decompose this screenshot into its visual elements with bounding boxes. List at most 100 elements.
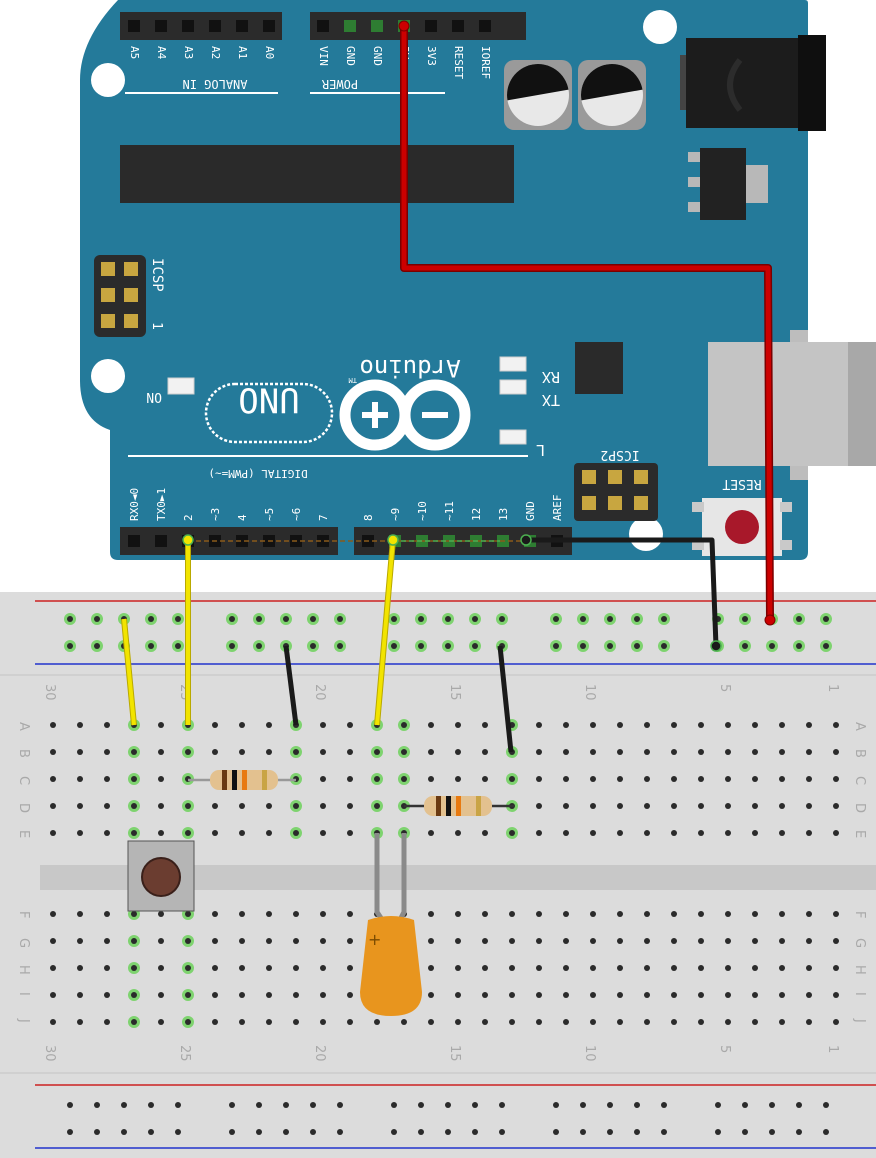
breadboard-hole[interactable] <box>715 1129 721 1135</box>
breadboard-hole[interactable] <box>644 803 650 809</box>
breadboard-hole[interactable] <box>94 1102 100 1108</box>
breadboard-hole[interactable] <box>374 1019 380 1025</box>
breadboard-hole[interactable] <box>158 938 164 944</box>
breadboard-hole[interactable] <box>212 749 218 755</box>
breadboard-hole[interactable] <box>482 911 488 917</box>
breadboard-hole[interactable] <box>742 643 748 649</box>
breadboard-hole[interactable] <box>634 1129 640 1135</box>
breadboard-hole[interactable] <box>131 911 137 917</box>
breadboard-hole[interactable] <box>67 616 73 622</box>
breadboard-hole[interactable] <box>580 1129 586 1135</box>
breadboard-hole[interactable] <box>779 1019 785 1025</box>
breadboard-hole[interactable] <box>320 803 326 809</box>
breadboard-hole[interactable] <box>293 830 299 836</box>
breadboard-hole[interactable] <box>158 830 164 836</box>
breadboard-hole[interactable] <box>590 776 596 782</box>
breadboard-hole[interactable] <box>607 616 613 622</box>
breadboard-hole[interactable] <box>266 722 272 728</box>
breadboard-hole[interactable] <box>671 911 677 917</box>
breadboard-hole[interactable] <box>752 776 758 782</box>
breadboard-hole[interactable] <box>752 911 758 917</box>
breadboard-hole[interactable] <box>752 830 758 836</box>
breadboard-hole[interactable] <box>671 965 677 971</box>
breadboard-hole[interactable] <box>256 643 262 649</box>
breadboard-hole[interactable] <box>580 1102 586 1108</box>
breadboard-hole[interactable] <box>509 965 515 971</box>
header-socket[interactable] <box>479 20 491 32</box>
header-socket[interactable] <box>236 535 248 547</box>
breadboard-hole[interactable] <box>185 965 191 971</box>
breadboard-hole[interactable] <box>347 992 353 998</box>
breadboard-hole[interactable] <box>401 749 407 755</box>
tantalum-capacitor[interactable]: + <box>360 833 422 1016</box>
header-socket[interactable] <box>128 535 140 547</box>
breadboard-hole[interactable] <box>131 776 137 782</box>
breadboard-hole[interactable] <box>698 965 704 971</box>
breadboard-hole[interactable] <box>212 830 218 836</box>
breadboard-hole[interactable] <box>293 992 299 998</box>
breadboard-hole[interactable] <box>148 1129 154 1135</box>
breadboard-hole[interactable] <box>148 1102 154 1108</box>
breadboard-hole[interactable] <box>617 722 623 728</box>
breadboard-hole[interactable] <box>698 992 704 998</box>
breadboard-hole[interactable] <box>509 1019 515 1025</box>
breadboard-hole[interactable] <box>428 992 434 998</box>
breadboard-hole[interactable] <box>455 938 461 944</box>
breadboard-hole[interactable] <box>50 911 56 917</box>
breadboard-hole[interactable] <box>293 1019 299 1025</box>
breadboard-hole[interactable] <box>698 1019 704 1025</box>
breadboard-hole[interactable] <box>428 1019 434 1025</box>
breadboard-hole[interactable] <box>391 616 397 622</box>
breadboard-hole[interactable] <box>310 643 316 649</box>
breadboard-hole[interactable] <box>671 722 677 728</box>
breadboard-hole[interactable] <box>634 643 640 649</box>
breadboard-hole[interactable] <box>833 1019 839 1025</box>
breadboard-hole[interactable] <box>482 776 488 782</box>
breadboard-hole[interactable] <box>428 776 434 782</box>
breadboard-hole[interactable] <box>239 830 245 836</box>
breadboard-hole[interactable] <box>266 938 272 944</box>
breadboard-hole[interactable] <box>401 1019 407 1025</box>
breadboard-hole[interactable] <box>374 803 380 809</box>
breadboard-hole[interactable] <box>104 911 110 917</box>
breadboard-hole[interactable] <box>725 803 731 809</box>
breadboard-hole[interactable] <box>698 722 704 728</box>
breadboard-hole[interactable] <box>698 830 704 836</box>
header-socket[interactable] <box>425 20 437 32</box>
breadboard-hole[interactable] <box>725 911 731 917</box>
breadboard-hole[interactable] <box>77 965 83 971</box>
breadboard-hole[interactable] <box>212 965 218 971</box>
breadboard-hole[interactable] <box>374 749 380 755</box>
breadboard-hole[interactable] <box>715 1102 721 1108</box>
breadboard-hole[interactable] <box>607 1102 613 1108</box>
breadboard-hole[interactable] <box>590 1019 596 1025</box>
resistor-1[interactable] <box>188 770 296 790</box>
breadboard-hole[interactable] <box>158 722 164 728</box>
breadboard-hole[interactable] <box>239 965 245 971</box>
breadboard-hole[interactable] <box>256 1129 262 1135</box>
breadboard-hole[interactable] <box>617 749 623 755</box>
breadboard-hole[interactable] <box>580 643 586 649</box>
breadboard-hole[interactable] <box>320 911 326 917</box>
breadboard-hole[interactable] <box>769 1102 775 1108</box>
breadboard-hole[interactable] <box>806 965 812 971</box>
breadboard-hole[interactable] <box>391 643 397 649</box>
breadboard-hole[interactable] <box>347 830 353 836</box>
breadboard-hole[interactable] <box>212 938 218 944</box>
breadboard-hole[interactable] <box>77 938 83 944</box>
breadboard-hole[interactable] <box>482 938 488 944</box>
breadboard-hole[interactable] <box>536 911 542 917</box>
header-socket[interactable] <box>128 20 140 32</box>
breadboard-hole[interactable] <box>752 992 758 998</box>
breadboard-hole[interactable] <box>752 965 758 971</box>
resistor-2[interactable] <box>404 796 514 816</box>
breadboard-hole[interactable] <box>823 643 829 649</box>
breadboard-hole[interactable] <box>229 1129 235 1135</box>
breadboard-hole[interactable] <box>617 1019 623 1025</box>
breadboard-hole[interactable] <box>104 803 110 809</box>
breadboard-hole[interactable] <box>536 938 542 944</box>
breadboard-hole[interactable] <box>347 1019 353 1025</box>
breadboard-hole[interactable] <box>563 803 569 809</box>
breadboard-hole[interactable] <box>509 776 515 782</box>
breadboard-hole[interactable] <box>823 1129 829 1135</box>
